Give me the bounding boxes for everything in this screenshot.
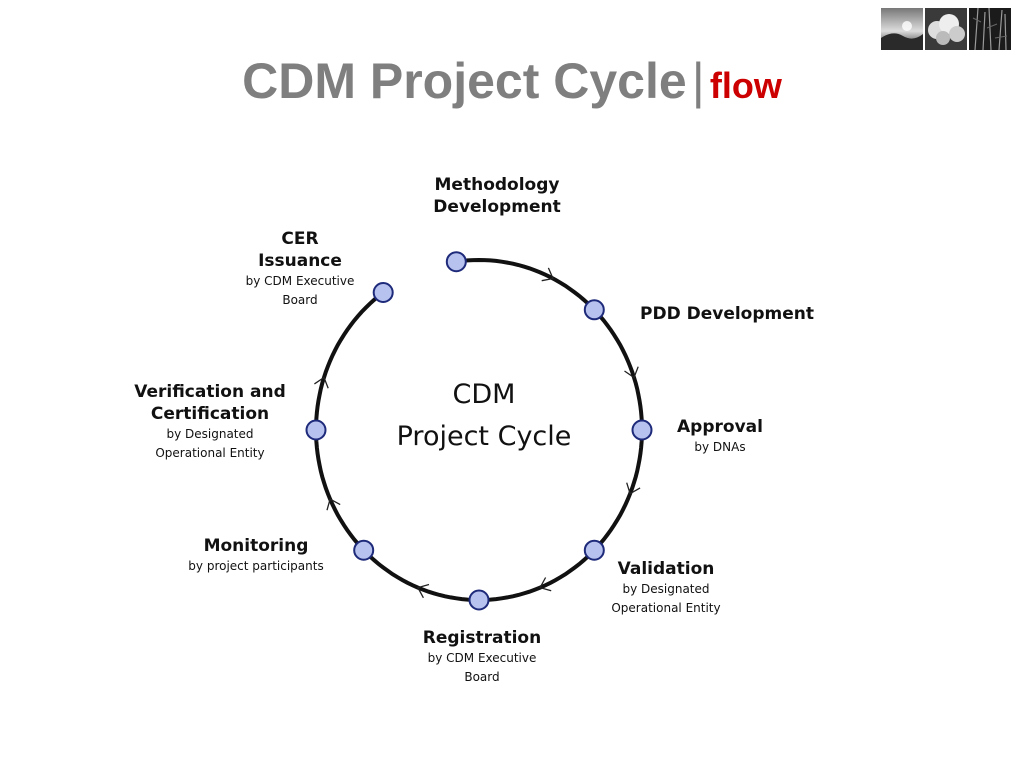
node-validation	[583, 539, 605, 561]
step-registration: Registration by CDM Executive Board	[412, 627, 552, 687]
title-main: CDM Project Cycle	[242, 53, 687, 109]
step-subtitle: by CDM Executive	[427, 651, 537, 665]
step-subtitle: by Designated	[622, 582, 710, 596]
header-image-strip	[881, 8, 1013, 50]
step-title: PDD Development	[640, 304, 815, 324]
step-subtitle-line2: Operational Entity	[155, 446, 265, 460]
node-verification-certification	[305, 419, 327, 441]
step-subtitle: by project participants	[188, 559, 324, 573]
node-pdd-development	[583, 299, 605, 321]
step-title: Verification and	[134, 382, 286, 402]
step-title: Methodology	[434, 175, 560, 195]
flow-arrow-3	[626, 482, 641, 495]
step-pdd-development: PDD Development	[640, 303, 822, 325]
step-title: Monitoring	[203, 536, 309, 556]
step-approval: Approval by DNAs	[660, 416, 780, 457]
sky-photo-thumbnail	[881, 8, 923, 50]
flow-arrow-4	[539, 577, 552, 592]
step-title: CER Issuance	[258, 229, 342, 271]
flow-arrow-5	[416, 583, 430, 599]
step-title: Registration	[422, 628, 542, 648]
node-methodology-development	[445, 251, 467, 273]
title-subtitle: flow	[709, 65, 782, 106]
cycle-arrows	[314, 267, 641, 599]
slide-title: CDM Project Cycle | flow	[0, 52, 1024, 110]
step-subtitle: by CDM Executive	[245, 274, 355, 288]
step-subtitle: by Designated	[166, 427, 254, 441]
step-monitoring: Monitoring by project participants	[180, 535, 332, 576]
step-title-line2: Development	[433, 197, 561, 217]
step-validation: Validation by Designated Operational Ent…	[596, 558, 736, 618]
step-subtitle-line2: Board	[282, 293, 318, 307]
step-cer-issuance: CER Issuance by CDM Executive Board	[240, 228, 360, 310]
step-title-line2: Certification	[150, 404, 270, 424]
step-title: Validation	[617, 559, 715, 579]
forest-photo-thumbnail	[969, 8, 1011, 50]
flow-arrow-7	[314, 376, 329, 389]
step-methodology-development: Methodology Development	[412, 174, 582, 218]
step-subtitle: by DNAs	[694, 440, 746, 454]
flow-arrow-2	[624, 366, 639, 379]
flow-arrow-1	[541, 267, 554, 282]
node-monitoring	[353, 539, 375, 561]
step-subtitle-line2: Operational Entity	[611, 601, 721, 615]
node-approval	[631, 419, 653, 441]
node-cer-issuance	[372, 282, 394, 303]
clouds-photo-thumbnail	[925, 8, 967, 50]
cycle-center-label: CDM Project Cycle	[374, 374, 594, 458]
cycle-nodes	[305, 251, 653, 611]
center-line-2: Project Cycle	[396, 421, 572, 452]
step-verification-certification: Verification and Certification by Design…	[124, 381, 296, 463]
title-separator: |	[691, 53, 705, 109]
node-registration	[468, 589, 490, 611]
step-title: Approval	[677, 417, 763, 437]
flow-arrow-6	[326, 498, 341, 511]
step-subtitle-line2: Board	[464, 670, 500, 684]
center-line-1: CDM	[452, 379, 516, 410]
